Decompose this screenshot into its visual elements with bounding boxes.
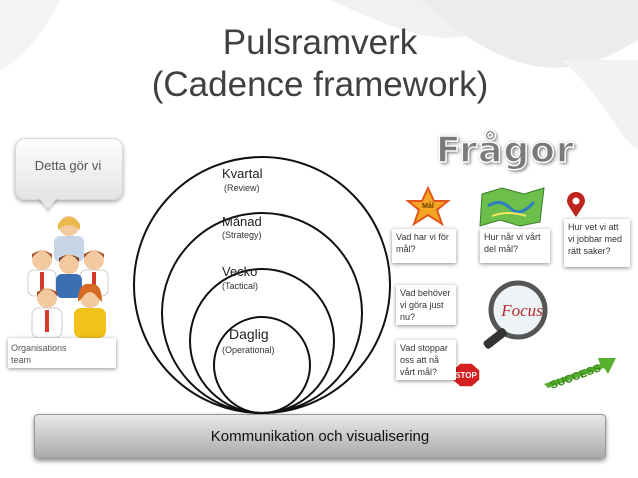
map-icon [479, 187, 545, 227]
speech-bubble [15, 138, 123, 200]
ring-quarter [133, 156, 391, 414]
success-label: SUCCESS [549, 362, 603, 390]
page-title: Pulsramverk (Cadence framework) [100, 22, 540, 106]
organisation-team-box [8, 338, 116, 368]
questions-heading: Frågor [435, 129, 575, 172]
ring-month-title: Månad [222, 214, 262, 229]
question-blockers: Vad stoppar oss att nå vårt mål? [396, 340, 456, 380]
question-right-things: Hur vet vi att vi jobbar med rätt saker? [564, 219, 630, 267]
team-people-icon [27, 216, 109, 338]
ring-day [213, 316, 311, 414]
person-mid-right [79, 250, 109, 297]
organisation-team-label: Organisations team [11, 343, 67, 365]
ring-quarter-title: Kvartal [222, 166, 263, 181]
stop-label: STOP [455, 371, 477, 380]
question-reach: Hur når vi vårt del mål? [480, 229, 550, 263]
success-arrow-icon: SUCCESS [544, 358, 616, 390]
location-pin-icon [567, 192, 585, 217]
speech-bubble-tail [38, 197, 58, 210]
question-goal: Vad har vi för mål? [392, 229, 456, 263]
person-top [54, 216, 84, 262]
title-line-2: (Cadence framework) [151, 65, 489, 104]
focus-magnifier-icon: Focus [483, 280, 548, 349]
person-front-left [31, 288, 63, 338]
focus-label: Focus [500, 301, 543, 320]
ring-week-sub: (Tactical) [222, 281, 259, 291]
goal-star-label: Mål [422, 202, 434, 210]
title-line-1: Pulsramverk [222, 23, 418, 62]
footer-bar [34, 414, 606, 459]
person-mid-left [27, 250, 57, 297]
ring-month-sub: (Strategy) [222, 230, 262, 240]
ring-week-title: Vecko [222, 264, 258, 279]
person-front-right [74, 283, 106, 338]
ring-quarter-sub: (Review) [224, 183, 260, 193]
ring-day-title: Daglig [229, 326, 269, 342]
footer-label: Kommunikation och visualisering [210, 428, 430, 445]
person-mid-center [56, 254, 82, 298]
cadence-circles [133, 156, 391, 414]
ring-month [161, 212, 363, 414]
question-needs: Vad behöver vi göra just nu? [396, 285, 456, 325]
speech-bubble-label: Detta gör vi [34, 158, 102, 173]
goal-star-icon: Mål [405, 186, 451, 227]
ring-day-sub: (Operational) [222, 345, 275, 355]
